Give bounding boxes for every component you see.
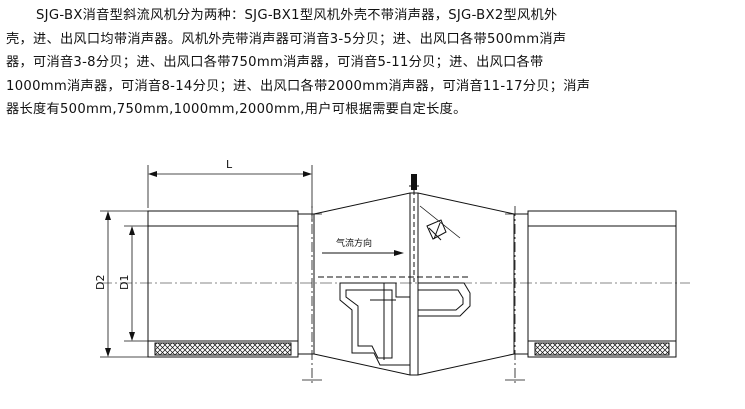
fan-housing <box>313 182 515 376</box>
inlet-silencer <box>147 210 315 358</box>
description-line-3: 器，可消音3-8分贝；进、出风口各带750mm消声器，可消音5-11分贝；进、出… <box>6 55 544 71</box>
diameter-dimensions: D2 D1 <box>94 210 148 358</box>
l-label: L <box>226 158 233 171</box>
impeller-tip <box>409 174 419 190</box>
description-paragraph: SJG-BX消音型斜流风机分为两种：SJG-BX1型风机外壳不带消声器，SJG-… <box>6 4 742 122</box>
flow-direction-label: 气流方向 <box>336 237 372 249</box>
outlet-silencer <box>513 210 677 358</box>
center-lines <box>100 206 690 386</box>
description-line-1: SJG-BX消音型斜流风机分为两种：SJG-BX1型风机外壳不带消声器，SJG-… <box>36 8 558 23</box>
length-dimension: L <box>147 158 313 208</box>
description-line-2: 壳，进、出风口均带消声器。风机外壳带消声器可消音3-5分贝；进、出风口各带500… <box>6 31 567 47</box>
description-line-5: 器长度有500mm,750mm,1000mm,2000mm,用户可根据需要自定长… <box>6 102 467 118</box>
d1-label: D1 <box>118 275 131 290</box>
d2-label: D2 <box>94 275 107 290</box>
flow-direction-indicator: 气流方向 <box>322 237 404 256</box>
description-line-4: 1000mm消声器，可消音8-14分贝；进、出风口各带2000mm消声器，可消音… <box>6 78 591 94</box>
